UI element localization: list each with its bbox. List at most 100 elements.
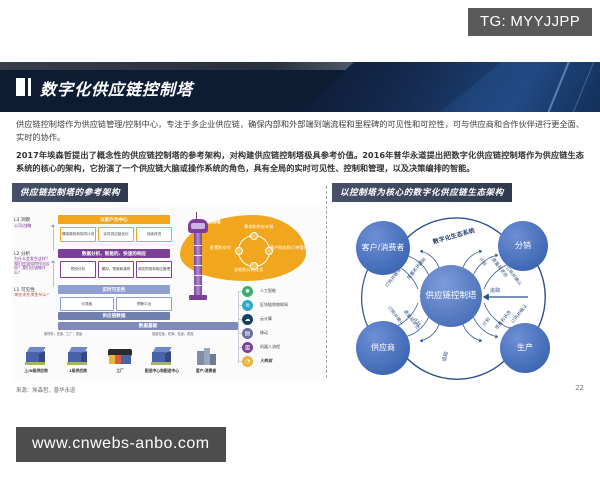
eco-node-production[interactable]: 生产 [500,323,550,373]
control-tower-illustration [188,212,208,305]
eco-node-distribution-label: 分销 [515,241,531,250]
tower-rung-3 [194,265,202,266]
band-l2: 数据分析、智能的、快速的响应 [58,249,170,258]
layer-connector-2 [53,263,54,287]
panel-reference-architecture: 供应链控制塔的参考架构 L3 洞察 公司/战略 以客户为中心 情境感知和协同计划… [12,182,324,383]
ai-icon: ✹ [242,286,253,297]
tech-stub-2 [238,305,243,306]
band-l3: 以客户为中心 [58,215,170,224]
cycle-node-right [265,247,273,255]
slide-canvas: 数字化供应链控制塔 供应链控制塔作为供应链管理/控制中心，专注于多企业供应链，确… [0,62,600,410]
paragraph-intro: 供应链控制塔作为供应链管理/控制中心，专注于多企业供应链，确保内部和外部端到端流… [16,119,584,142]
cycle-node-top [250,232,258,240]
eco-center-control-tower[interactable]: 供应链控制塔 [420,265,482,327]
cell-l1-1: 仪表板 [60,297,114,311]
band-l1: 实时可见性 [58,285,170,294]
layer-label-l1: L1 可见性 [14,288,35,293]
tech-label-ai: 人工智能 [260,288,276,294]
eco-node-production-label: 生产 [517,343,533,352]
cell-l3-3: 持续改进 [136,227,172,242]
enabling-technology-list: ✹ 人工智能 ≋ 区块链和物联网 ☁ 云计算 [236,285,322,369]
chain-node-label-1: 1级供应商 [69,368,87,373]
tower-rung-1 [194,245,202,246]
tier1-box-icon [67,347,89,367]
tech-stub-1 [238,291,243,292]
eco-center-label: 供应链控制塔 [425,290,477,301]
source-note: 来源：埃森哲，普华永道 [16,388,76,394]
blob-item-demand-plan: 需求和供应计划 [244,224,274,229]
cell-l3-1: 情境感知和协同计划 [60,227,96,242]
slide-title: 数字化供应链控制塔 [40,80,194,99]
layer-arrow-2 [50,260,55,263]
cycle-node-left [235,247,243,255]
blob-item-customer-service: 客户服务和订单管理 [270,245,308,250]
chain-note-upstream: 原材料、在途、工厂、成品 [44,332,83,336]
site-watermark-badge: www.cnwebs-anbo.com [16,427,226,462]
tech-item-cloud: ☁ 云计算 [236,313,322,327]
tech-item-iot: ≋ 区块链和物联网 [236,299,322,313]
chain-node-nth-supplier: 上/N级供应商 [16,347,56,374]
chain-node-label-2: 工厂 [116,368,124,373]
panel-left-body: L3 洞察 公司/战略 以客户为中心 情境感知和协同计划 实时供应链优化 持续改… [12,207,324,383]
ecosystem-diagram: 客户/消费者 分销 生产 供应商 供应链控制塔 数字化生态系 [332,207,588,383]
factory-icon [108,347,132,367]
tower-base [189,295,207,300]
band-data-foundation: 数据基础 [58,322,238,330]
tech-label-bigdata: 大数据 [260,358,272,364]
title-marker-bar [28,78,31,96]
panel-ecosystem-architecture: 以控制塔为核心的数字化供应链生态架构 [332,182,588,383]
cycle-node-bottom [250,262,258,270]
layer-sub-l1: 现在正在发生什么？ [14,292,50,297]
panel-left-caption: 供应链控制塔的参考架构 [12,183,129,202]
tech-stub-4 [238,333,243,334]
supply-chain-node-row: 原材料、在途、工厂、成品 成品在途、在库、在途、成品 上/N级供应商 [16,332,232,381]
tech-item-ai: ✹ 人工智能 [236,285,322,299]
eco-node-distribution[interactable]: 分销 [498,221,548,271]
layer-arrow-1 [50,224,55,227]
iot-icon: ≋ [242,300,253,311]
chain-node-customer: 客户/消费者 [186,347,226,374]
tech-stub-6 [238,361,243,362]
tech-stub-3 [238,319,243,320]
eco-flow-track: 追踪 [490,288,501,294]
layer-sub-l3: 公司/战略 [14,223,32,228]
cell-l3-2: 实时供应链优化 [98,227,134,242]
robot-icon: ▥ [242,342,253,353]
telegram-watermark-badge: TG: MYYJJPP [468,8,592,36]
supplier-box-icon [25,347,47,367]
chain-node-factory: 工厂 [100,347,140,374]
eco-node-customer[interactable]: 客户/消费者 [356,221,410,275]
mobile-icon: ▤ [242,328,253,339]
chain-node-label-0: 上/N级供应商 [24,368,48,373]
layer-sub-l2: 为什么会发生这样？我们应该如何作出反应？我们应该做什么？ [14,256,50,275]
panel-divider [326,186,327,378]
layer-label-l2: L2 分析 [14,252,31,257]
tower-shaft [194,233,202,295]
blob-item-configure-deliver: 配置和交付 [210,245,231,250]
tech-label-mobile: 移动 [260,330,268,336]
tower-rung-2 [194,255,202,256]
tech-list-spine [238,291,239,363]
tech-item-mobile: ▤ 移动 [236,327,322,341]
tower-cabin [188,219,208,233]
layer-label-l3: L3 洞察 [14,218,31,223]
paragraph-frameworks: 2017年埃森哲提出了概念性的供应链控制塔的参考架构，对构建供应链控制塔极具参考… [16,150,584,173]
tech-label-iot: 区块链和物联网 [260,302,288,308]
slide-header: 数字化供应链控制塔 [0,62,600,112]
panel-right-body: 客户/消费者 分销 生产 供应商 供应链控制塔 数字化生态系 [332,207,588,383]
eco-node-supplier[interactable]: 供应商 [356,321,410,375]
eco-node-supplier-label: 供应商 [371,343,395,352]
cloud-icon: ☁ [242,314,253,325]
chain-node-distribution-center: 配送中心和配送中心 [142,346,182,374]
eco-node-customer-label: 客户/消费者 [361,243,405,252]
tower-rung-5 [194,285,202,286]
tower-antenna-icon [196,212,198,220]
tech-stub-5 [238,347,243,348]
dc-box-icon [149,346,175,368]
tech-label-cloud: 云计算 [260,316,272,322]
tower-label: 控制塔 [208,219,221,224]
chain-node-tier1-supplier: 1级供应商 [58,347,98,374]
layer-connector-1 [53,227,54,251]
figures-area: 供应链控制塔的参考架构 L3 洞察 公司/战略 以客户为中心 情境感知和协同计划… [8,182,592,383]
chain-note-downstream: 成品在途、在库、在途、成品 [152,332,194,336]
